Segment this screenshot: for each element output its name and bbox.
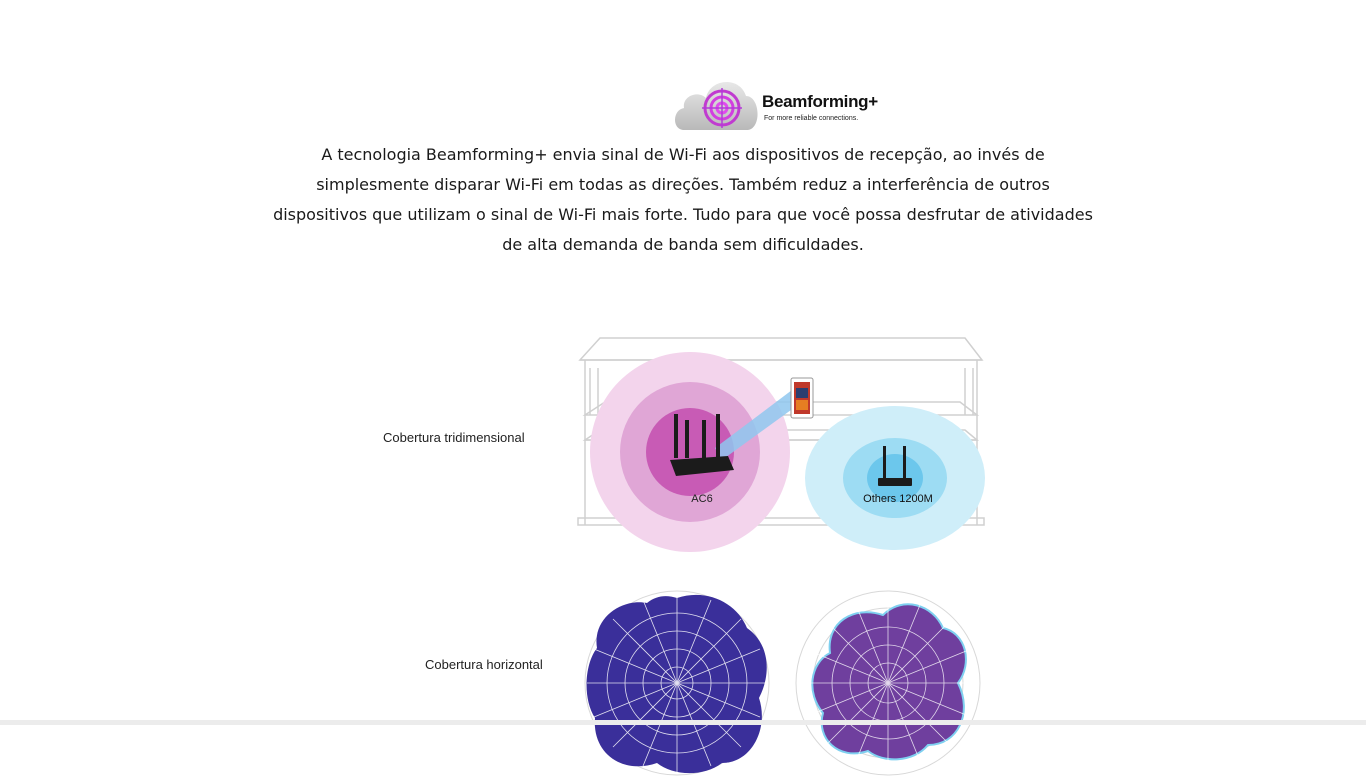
beam-ray — [715, 390, 802, 460]
feature-description: A tecnologia Beamforming+ envia sinal de… — [273, 145, 1093, 254]
ac6-coverage — [590, 352, 790, 552]
beamforming-logo: Beamforming+ For more reliable connectio… — [672, 70, 892, 134]
phone-icon — [790, 377, 814, 419]
other-router-icon — [878, 446, 912, 486]
ac6-router-label: AC6 — [691, 493, 712, 505]
cloud-target-icon — [675, 81, 758, 130]
horizontal-coverage-label: Cobertura horizontal — [425, 657, 543, 672]
other-router-label: Others 1200M — [863, 493, 933, 505]
logo-tagline: For more reliable connections. — [764, 115, 859, 122]
ac6-router-icon — [670, 414, 734, 476]
logo-title: Beamforming+ — [762, 92, 878, 111]
ac6-horizontal-coverage-plot — [584, 590, 770, 776]
bottom-divider — [0, 720, 1366, 725]
other-horizontal-coverage-plot — [795, 590, 981, 776]
three-d-coverage-label: Cobertura tridimensional — [383, 430, 525, 445]
three-d-coverage-diagram: AC6 Others 1200M — [577, 337, 985, 552]
